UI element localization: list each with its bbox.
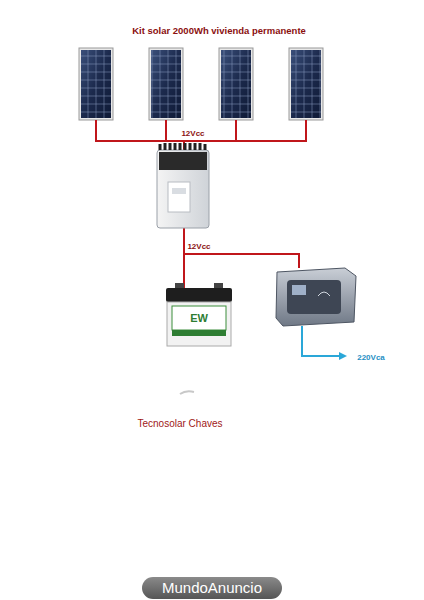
solar-panels (79, 48, 323, 120)
small-mark (180, 391, 194, 394)
voltage-label: 220Vca (356, 353, 386, 362)
inverter (276, 268, 356, 326)
watermark-text: MundoAnuncio (162, 579, 262, 597)
battery-brand: EW (189, 312, 209, 324)
voltage-label: 12Vcc (186, 242, 211, 251)
ac-output (302, 326, 347, 360)
voltage-label: 12Vcc (180, 129, 205, 138)
diagram-title: Kit solar 2000Wh vivienda permanente (132, 25, 306, 36)
watermark-pill: MundoAnuncio (142, 577, 282, 599)
charge-controller (157, 143, 209, 228)
dc-wiring (95, 120, 307, 288)
company-name: Tecnosolar Chaves (136, 418, 223, 429)
battery (166, 283, 232, 346)
